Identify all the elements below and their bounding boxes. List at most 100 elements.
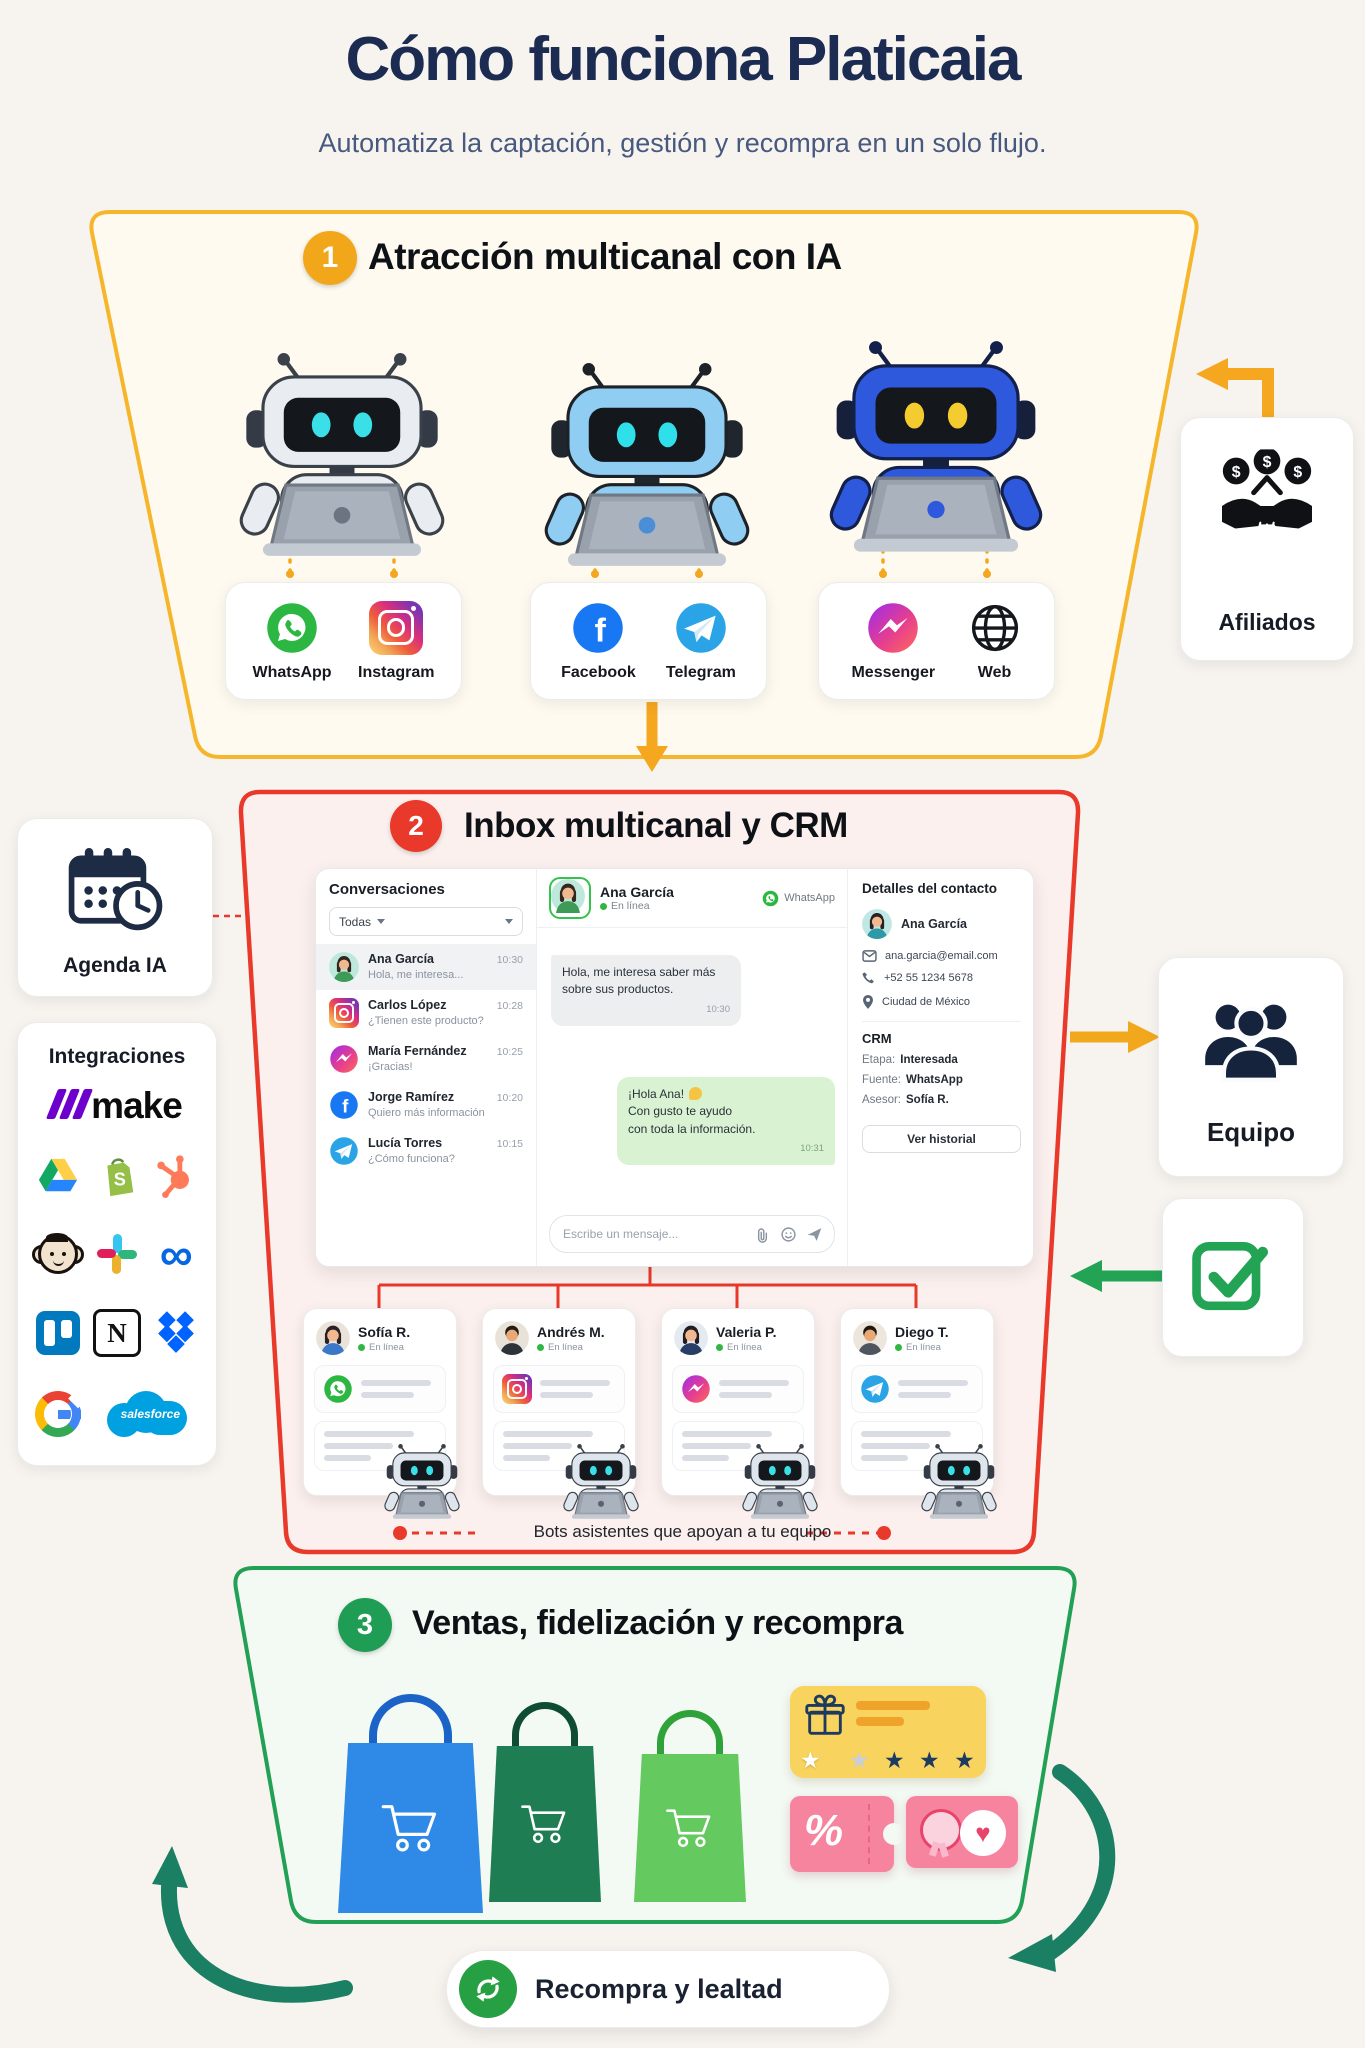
assistant-robot-icon xyxy=(376,1443,468,1521)
emoji-icon[interactable] xyxy=(780,1226,797,1243)
afiliados-icon xyxy=(1217,448,1317,544)
incoming-message: Hola, me interesa saber más sobre sus pr… xyxy=(551,955,741,1026)
avatar xyxy=(316,1321,350,1355)
percent-glyph: % xyxy=(804,1806,844,1855)
telegram-icon xyxy=(860,1374,890,1404)
team-card-andres: Andrés M. En línea xyxy=(482,1308,636,1496)
ribbon-rosette-icon xyxy=(920,1809,962,1851)
star-icon: ★ xyxy=(954,1747,979,1773)
conversations-title: Conversaciones xyxy=(329,881,445,898)
contact-email: ana.garcia@email.com xyxy=(885,950,998,962)
message-time: 10:30 xyxy=(706,1003,730,1015)
chat-channel-badge: WhatsApp xyxy=(762,890,835,907)
chat-column: Ana García En línea WhatsApp Hola, me in… xyxy=(537,869,848,1266)
text-bar xyxy=(856,1701,930,1710)
salesforce-icon: salesforce xyxy=(105,1389,189,1439)
team-card-diego: Diego T. En línea xyxy=(840,1308,994,1496)
chat-header: Ana García En línea WhatsApp xyxy=(537,869,847,928)
recycle-icon xyxy=(459,1960,517,2018)
instagram-icon xyxy=(369,600,424,655)
chevron-down-icon xyxy=(505,919,513,924)
check-arrow xyxy=(1070,1260,1162,1292)
assistant-robot-icon xyxy=(734,1443,826,1521)
agenda-label: Agenda IA xyxy=(63,954,167,977)
cart-icon xyxy=(379,1800,443,1856)
view-history-button[interactable]: Ver historial xyxy=(862,1125,1021,1153)
check-box xyxy=(1162,1198,1304,1357)
channel-card-2: Facebook Telegram xyxy=(530,582,767,700)
make-text: make xyxy=(91,1085,183,1126)
message-input-bar xyxy=(549,1215,835,1253)
avatar xyxy=(495,1321,529,1355)
afiliados-box: Afiliados xyxy=(1180,417,1354,661)
facebook-icon xyxy=(571,601,625,655)
notion-icon: N xyxy=(92,1309,141,1357)
chevron-down-icon xyxy=(377,919,386,924)
online-dot xyxy=(537,1343,544,1351)
avatar xyxy=(674,1321,708,1355)
star-icon: ★ xyxy=(919,1747,944,1773)
coupon-notch xyxy=(883,1823,905,1845)
loop-arrows xyxy=(152,1764,1116,2003)
dropbox-icon xyxy=(153,1310,199,1356)
star-icon: ★ xyxy=(884,1747,909,1773)
instagram-icon xyxy=(329,998,359,1028)
channel-telegram: Telegram xyxy=(666,601,736,682)
crm-heading: CRM xyxy=(862,1031,892,1046)
salesforce-text: salesforce xyxy=(120,1407,181,1421)
discount-coupon: % xyxy=(790,1796,905,1872)
attach-icon[interactable] xyxy=(754,1226,771,1243)
slack-icon xyxy=(94,1231,140,1277)
crm-stage-value: Interesada xyxy=(900,1054,958,1066)
instagram-icon xyxy=(502,1374,532,1404)
message-input[interactable] xyxy=(561,1226,745,1242)
send-icon[interactable] xyxy=(806,1226,823,1243)
section2-title: Inbox multicanal y CRM xyxy=(464,806,848,845)
channel-label: Messenger xyxy=(851,663,936,681)
channel-label: Telegram xyxy=(665,663,736,681)
channel-card-3: Messenger Web xyxy=(818,582,1055,700)
message-time: 10:31 xyxy=(800,1143,824,1155)
team-card-sofia: Sofía R. En línea xyxy=(303,1308,457,1496)
assistant-robot-icon xyxy=(913,1443,1005,1521)
chat-avatar xyxy=(549,877,591,919)
web-globe-icon xyxy=(968,601,1022,655)
equipo-box: Equipo xyxy=(1158,957,1344,1177)
messenger-icon xyxy=(866,601,920,655)
integrations-box: Integraciones make xyxy=(17,1022,217,1466)
recompra-pill: Recompra y lealtad xyxy=(446,1950,890,2028)
messenger-icon xyxy=(681,1374,711,1404)
cart-icon xyxy=(519,1801,571,1847)
section2-badge: 2 xyxy=(390,800,442,852)
outgoing-message: ¡Hola Ana! Con gusto te ayudo con toda l… xyxy=(617,1077,835,1165)
gift-icon xyxy=(802,1693,848,1739)
conversations-filter-dropdown[interactable]: Todas xyxy=(329,907,523,936)
online-dot xyxy=(600,902,607,910)
online-dot xyxy=(895,1343,902,1351)
online-dot xyxy=(716,1343,723,1351)
channel-messenger: Messenger xyxy=(851,601,935,682)
chat-status: En línea xyxy=(611,900,650,912)
details-contact-name: Ana García xyxy=(901,917,968,931)
channel-label: WhatsApp xyxy=(252,663,332,681)
details-title: Detalles del contacto xyxy=(862,881,998,896)
equipo-label: Equipo xyxy=(1206,1117,1296,1147)
mail-icon xyxy=(862,950,877,962)
channel-whatsapp: WhatsApp xyxy=(252,601,332,682)
heart-icon: ♥ xyxy=(960,1810,1006,1856)
agenda-calendar-icon xyxy=(64,843,168,938)
location-pin-icon xyxy=(862,994,874,1010)
loyalty-card: ★ ★ ★ ★ ★ xyxy=(790,1686,986,1778)
contact-details-column: Detalles del contacto Ana García ana.gar… xyxy=(848,869,1033,1266)
filter-value: Todas xyxy=(339,914,372,929)
agenda-box: Agenda IA xyxy=(17,818,213,997)
section3-title: Ventas, fidelización y recompra xyxy=(412,1604,903,1642)
whatsapp-icon xyxy=(323,1374,353,1404)
shopping-bag-green-light xyxy=(634,1710,746,1902)
